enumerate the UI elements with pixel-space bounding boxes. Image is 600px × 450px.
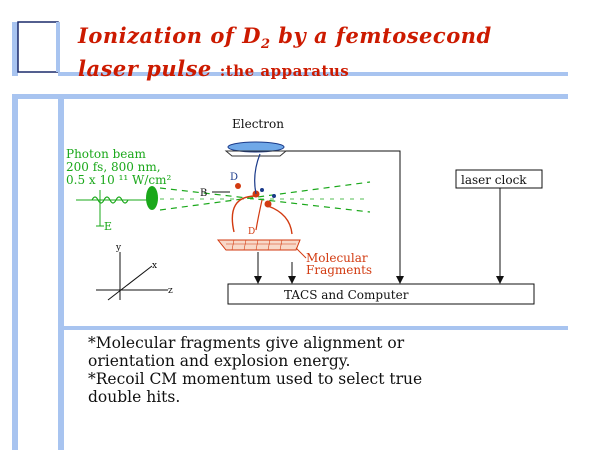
fragments-pointer <box>295 247 307 259</box>
molecule-atom-2 <box>264 200 272 208</box>
electron-dot <box>260 188 264 192</box>
tacs-box <box>227 283 535 305</box>
fragment-detector <box>216 239 301 251</box>
axis-z-label: z <box>168 286 173 296</box>
tacs-label: TACS and Computer <box>284 288 409 302</box>
bullet-line-4: double hits. <box>88 388 181 406</box>
electron-label: Electron <box>232 117 284 131</box>
bullet-list: *Molecular fragments give alignment or o… <box>88 334 568 406</box>
title-line-1: Ionization of D2 by a femtosecond <box>78 23 492 53</box>
bullet-line-3: *Recoil CM momentum used to select true <box>88 370 423 388</box>
bullet-line-1: *Molecular fragments give alignment or <box>88 334 405 352</box>
photon-beam-line-2: 200 fs, 800 nm, <box>66 160 161 174</box>
wire-electron-arrow <box>396 276 404 284</box>
beam-dash-upper <box>159 187 371 213</box>
photon-beam-line-3: 0.5 x 10 ¹¹ W/cm² <box>66 173 171 187</box>
photon-beam-label: Photon beam 200 fs, 800 nm, 0.5 x 10 ¹¹ … <box>66 147 171 187</box>
coordinate-axes <box>96 252 168 301</box>
slide-subtitle: :the apparatus <box>219 62 350 81</box>
electron-detector-rim <box>224 150 288 157</box>
fragments-line-2: Fragments <box>306 263 372 277</box>
fragments-line-1: Molecular <box>306 251 368 265</box>
fragment-trajectory-mid <box>255 199 263 231</box>
d-ion-dot <box>235 183 241 189</box>
electron-detector <box>227 141 285 153</box>
fragment-trajectory-left <box>231 195 257 233</box>
photon-beam-line-1: Photon beam <box>66 147 147 161</box>
fragment-detector-d-label: D <box>248 227 255 237</box>
title-line-2: laser pulse:the apparatus <box>78 56 350 82</box>
e-field-label: E <box>104 220 112 233</box>
b-label: B <box>200 188 207 199</box>
fragment-detector-grid <box>226 239 296 251</box>
bullet-line-2: orientation and explosion energy. <box>88 352 351 370</box>
wire-electron-to-tacs <box>286 150 401 280</box>
laser-clock-box <box>455 169 543 189</box>
wire-clock-arrow <box>496 276 504 284</box>
axis-x-label: x <box>152 261 157 271</box>
wire-fragment-left-arrow <box>254 276 262 284</box>
laser-clock-label: laser clock <box>461 173 527 187</box>
fragment-trajectory-right <box>267 205 293 235</box>
molecular-fragments-label: Molecular Fragments <box>306 251 372 277</box>
d-label: D <box>230 172 238 183</box>
slide-title: Ionization of D2 by a femtosecond laser … <box>78 24 492 83</box>
focusing-lens <box>146 186 158 210</box>
axis-y-label: y <box>115 243 122 253</box>
wire-fragment-right-arrow <box>288 276 296 284</box>
electron-dot-2 <box>272 194 276 198</box>
electron-trajectory <box>254 153 261 195</box>
beam-dash-lower <box>159 181 371 211</box>
